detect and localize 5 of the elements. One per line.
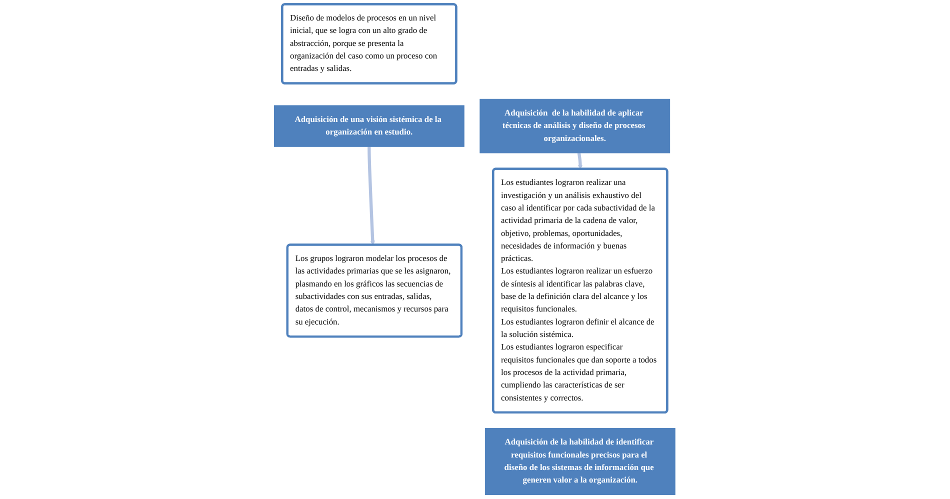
arrow	[368, 146, 376, 246]
node-box: Adquisición de la habilidad de aplicar técnicas de análisis y diseño de procesos organizacionales.	[480, 98, 670, 154]
arrow	[578, 152, 583, 170]
node-box: Adquisición de una visión sistémica de la organización en estudio.	[274, 105, 465, 147]
node-box: Adquisición de la habilidad de identificar requisitos funcionales precisos para el diseño de los sistemas de información que generen valor a la organización.	[485, 428, 676, 496]
